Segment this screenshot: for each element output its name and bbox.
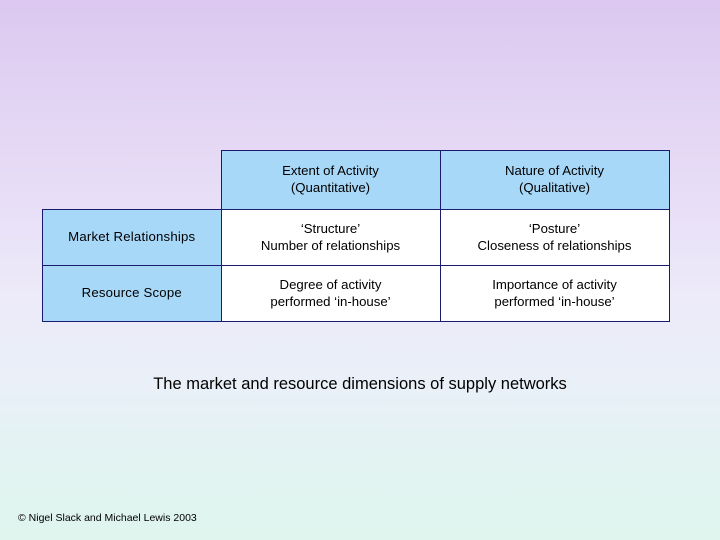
column-header-nature: Nature of Activity (Qualitative) [439, 150, 670, 210]
cell-resource-extent: Degree of activity performed ‘in-house’ [220, 265, 441, 322]
cell-resource-extent-line2: performed ‘in-house’ [270, 293, 391, 309]
table-row: Market Relationships ‘Structure’ Number … [42, 209, 670, 266]
column-header-nature-line1: Nature of Activity [505, 163, 604, 179]
matrix-table: Extent of Activity (Quantitative) Nature… [42, 150, 670, 322]
row-header-market-relationships: Market Relationships [42, 209, 222, 266]
cell-market-nature: ‘Posture’ Closeness of relationships [439, 209, 670, 266]
figure-caption: The market and resource dimensions of su… [153, 375, 567, 393]
cell-resource-extent-line1: Degree of activity [279, 276, 382, 292]
cell-market-nature-line2: Closeness of relationships [477, 237, 632, 253]
table-corner-cell [43, 151, 222, 210]
column-header-extent-line2: (Quantitative) [290, 180, 371, 195]
cell-market-nature-line1: ‘Posture’ [528, 220, 581, 236]
cell-resource-nature-line2: performed ‘in-house’ [494, 293, 615, 309]
cell-resource-nature: Importance of activity performed ‘in-hou… [439, 265, 670, 322]
table-header-row: Extent of Activity (Quantitative) Nature… [43, 150, 670, 210]
cell-market-extent-line2: Number of relationships [260, 237, 401, 253]
column-header-extent-line1: Extent of Activity [282, 163, 379, 179]
copyright-footer: © Nigel Slack and Michael Lewis 2003 [18, 512, 197, 524]
table-row: Resource Scope Degree of activity perfor… [42, 265, 670, 322]
column-header-extent: Extent of Activity (Quantitative) [220, 150, 441, 210]
cell-resource-nature-line1: Importance of activity [492, 276, 617, 292]
cell-market-extent-line1: ‘Structure’ [300, 220, 361, 236]
cell-market-extent: ‘Structure’ Number of relationships [220, 209, 441, 266]
row-header-resource-scope: Resource Scope [42, 265, 222, 322]
column-header-nature-line2: (Qualitative) [518, 180, 591, 195]
